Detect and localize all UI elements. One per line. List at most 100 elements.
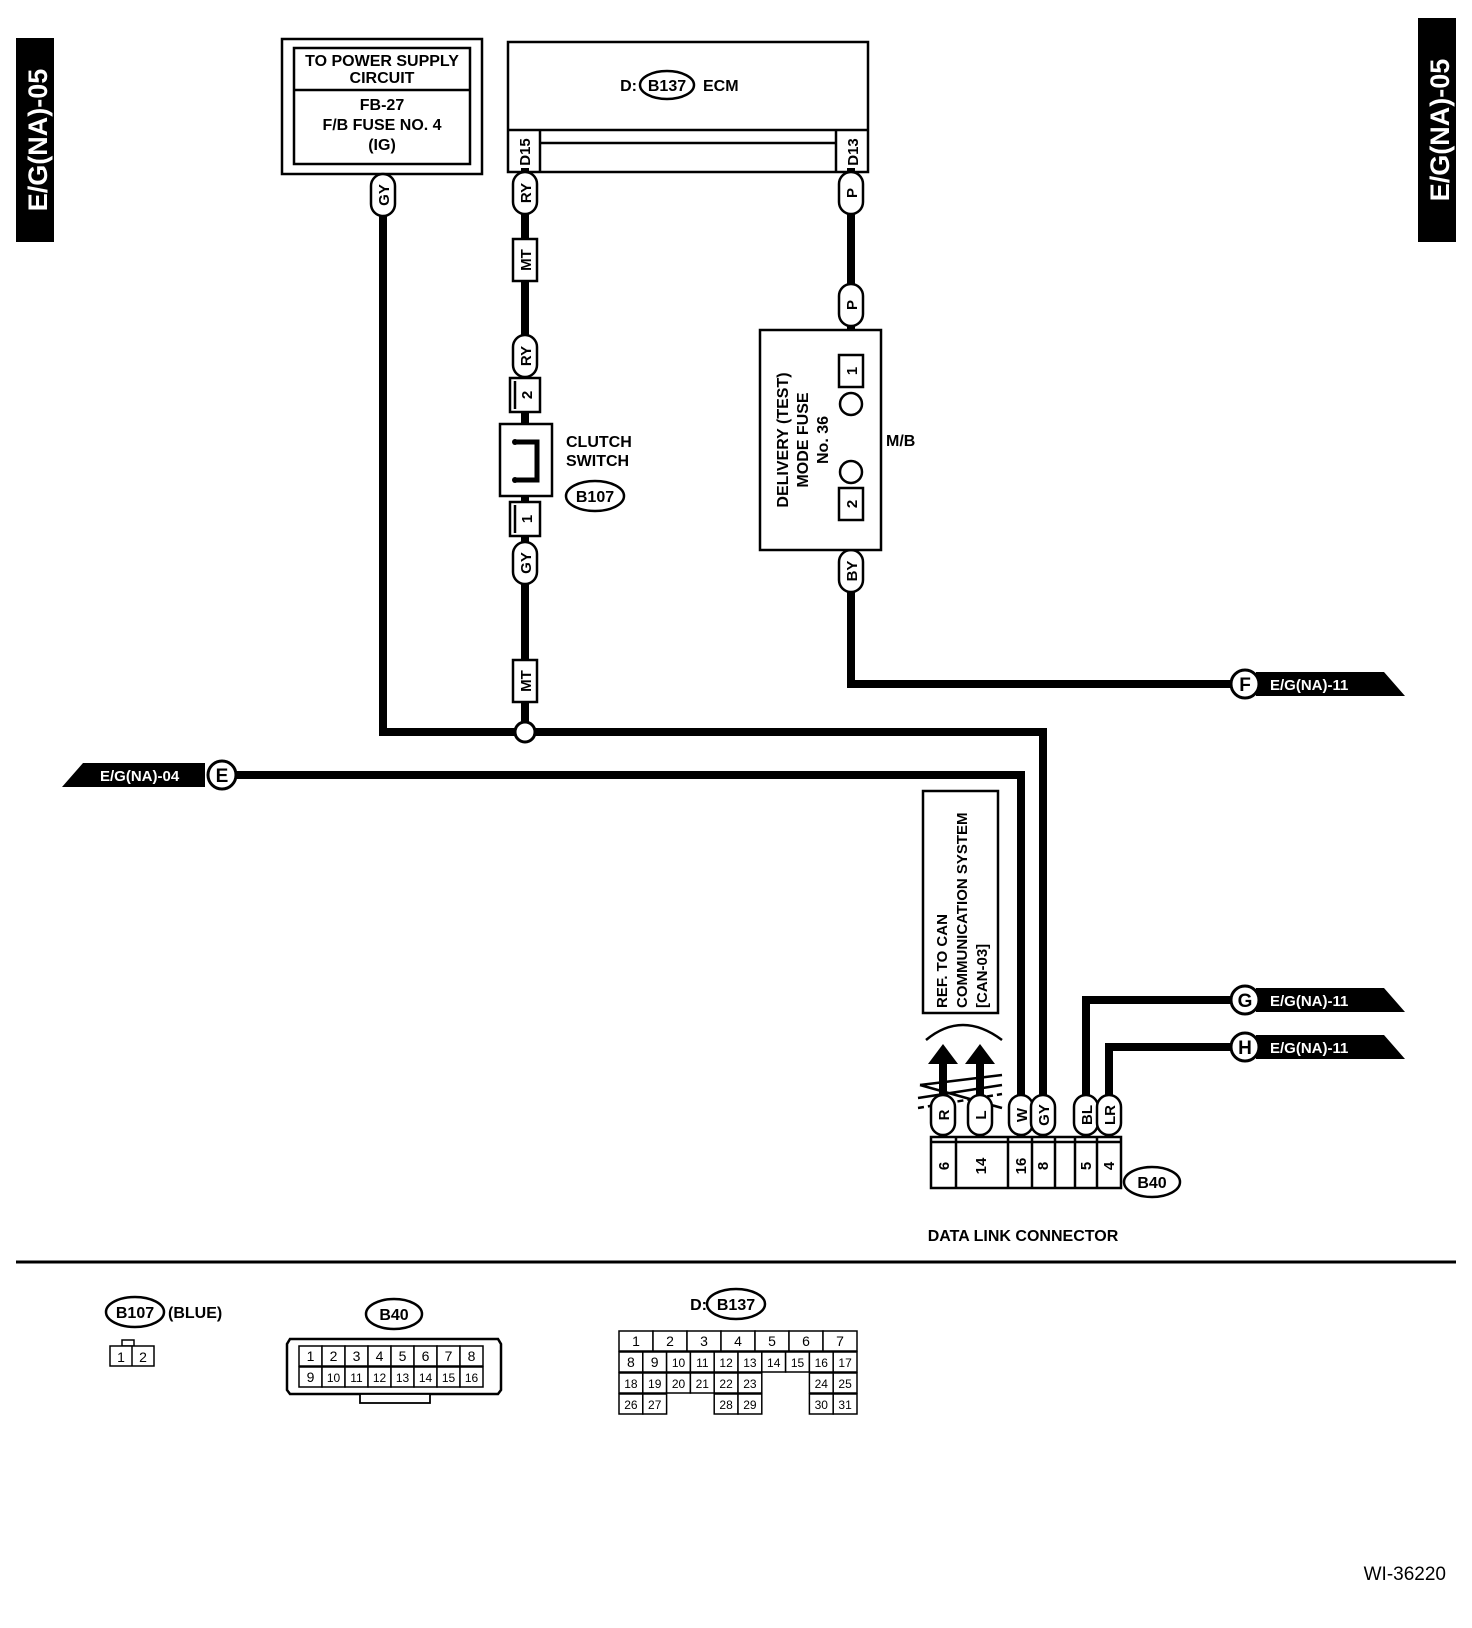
mb-fuse-pin-2: 2 (844, 500, 861, 508)
offpage-g-letter: G (1238, 991, 1253, 1012)
dlc-connector-oval (1122, 1165, 1182, 1199)
wire-tag-gy-power-text: GY (376, 184, 393, 206)
dlc-tag-r-text: R (936, 1109, 953, 1120)
legend-b137-pin-28: 28 (719, 1398, 733, 1412)
dlc-tag-l-text: L (973, 1110, 990, 1119)
clutch-label-1: CLUTCH (566, 434, 632, 451)
legend-b137-pin-29: 29 (743, 1398, 757, 1412)
figure-id: WI-36220 (1364, 1564, 1446, 1585)
wire-tag-p-top-text: P (844, 188, 861, 198)
wire-tag-by-text: BY (844, 561, 861, 582)
fuse-line-2: F/B FUSE NO. 4 (322, 117, 441, 134)
dlc-tag-bl-text: BL (1079, 1105, 1096, 1125)
legend-b137-pin-15: 15 (791, 1356, 805, 1370)
clutch-connector: B107 (576, 489, 614, 506)
legend-b137-connector: B137 (717, 1297, 755, 1314)
power-supply-title-1: TO POWER SUPPLY (305, 53, 459, 70)
legend-b40-pin-13: 13 (396, 1371, 410, 1385)
legend-b137-pin-27-cell (642, 1393, 668, 1415)
legend-b137-pin-22: 22 (719, 1377, 733, 1391)
offpage-e-letter: E (216, 766, 229, 787)
dlc-pin-14: 14 (973, 1157, 990, 1174)
legend-b137-pin-25-cell (832, 1372, 858, 1394)
wire-tag-gy-switch: GY (511, 540, 539, 586)
legend-b40-pin-16-cell (459, 1366, 484, 1388)
ecm-connector-oval (638, 69, 696, 101)
ecm-pin-d13: D13 (845, 138, 862, 166)
dlc-pin-16: 16 (1013, 1158, 1030, 1175)
legend-b40-oval (364, 1297, 424, 1331)
legend-b40-pin-16: 16 (465, 1371, 479, 1385)
dlc-pin-5: 5 (1078, 1162, 1095, 1170)
fuse-line-3: (IG) (368, 137, 396, 154)
dlc-tag-lr-text: LR (1102, 1105, 1119, 1125)
legend-b137-pin-18: 18 (624, 1377, 638, 1391)
clutch-pin-1: 1 (519, 515, 536, 523)
legend-b137-pin-23: 23 (743, 1377, 757, 1391)
mb-label: M/B (886, 433, 915, 450)
legend-b40-pin-4: 4 (376, 1348, 384, 1364)
legend-b107-connector: B107 (116, 1305, 154, 1322)
wire-tag-mt-top: MT (511, 237, 539, 283)
clutch-label-2: SWITCH (566, 453, 629, 470)
dlc-label: DATA LINK CONNECTOR (928, 1228, 1119, 1245)
wire-tag-mt-bottom: MT (511, 658, 539, 704)
ecm-label: ECM (703, 78, 739, 95)
page-tag-left-text: E/G(NA)-05 (23, 69, 53, 212)
dlc-tag-gy: GY (1029, 1093, 1057, 1137)
power-supply-box: TO POWER SUPPLY CIRCUIT FB-27 F/B FUSE N… (280, 37, 484, 176)
legend-b137-prefix: D: (690, 1297, 707, 1314)
legend-b107: B107 (BLUE) 1 2 (104, 1295, 222, 1367)
offpage-f-label: E/G(NA)-11 (1270, 677, 1348, 694)
legend-b137-pin-7: 7 (836, 1333, 844, 1349)
mb-fuse-pin-1: 1 (844, 367, 861, 375)
legend-b40-pin-3: 3 (353, 1348, 361, 1364)
legend-b40-pin-5: 5 (399, 1348, 407, 1364)
dlc-tag-w-text: W (1014, 1107, 1031, 1122)
legend-b137-pin-17-cell (832, 1351, 858, 1373)
legend-b107-oval (104, 1295, 166, 1329)
mb-fuse-label-2: MODE FUSE (795, 392, 812, 487)
legend-b137-pin-14: 14 (767, 1356, 781, 1370)
legend-b137-pin-13: 13 (743, 1356, 757, 1370)
wire-tag-p-fuse: P (837, 282, 865, 328)
legend-b107-pin-1: 1 (117, 1349, 125, 1365)
legend-b137-pin-21: 21 (696, 1377, 710, 1391)
legend-b40-connector: B40 (379, 1307, 408, 1324)
legend-b137-pin-17: 17 (838, 1356, 852, 1370)
wire-tag-gy-switch-text: GY (518, 552, 535, 574)
legend-b107-pin-2: 2 (139, 1349, 147, 1365)
offpage-connector-e: E/G(NA)-04 E (62, 759, 238, 791)
legend-b137-oval (705, 1287, 767, 1321)
wire-tag-p-top: P (837, 170, 865, 216)
mb-fuse-box: 1 2 DELIVERY (TEST) MODE FUSE No. 36 M/B (758, 328, 915, 552)
legend-b137-pin-19: 19 (648, 1377, 662, 1391)
legend-b137-pin-31: 31 (838, 1398, 852, 1412)
power-supply-title-2: CIRCUIT (350, 70, 415, 87)
dlc-tag-w: W (1007, 1093, 1035, 1137)
dlc-tag-r: R (929, 1093, 957, 1137)
wire-tag-ry-top-text: RY (518, 183, 535, 203)
can-reference-box: REF. TO CAN COMMUNICATION SYSTEM [CAN-03… (921, 789, 1000, 1015)
dlc-pin-8: 8 (1035, 1162, 1052, 1170)
ecm-pin-d15: D15 (517, 138, 534, 166)
legend-b137-pin-29-cell (737, 1393, 763, 1415)
legend-b40-pin-2: 2 (330, 1348, 338, 1364)
legend-b40-pin-6: 6 (422, 1348, 430, 1364)
wire-junction (513, 720, 537, 744)
can-ref-line-2: COMMUNICATION SYSTEM (954, 812, 971, 1008)
offpage-connector-f: E/G(NA)-11 F (1229, 668, 1405, 700)
wire-tag-mt-bottom-text: MT (518, 670, 535, 692)
offpage-connector-g: E/G(NA)-11 G (1229, 984, 1405, 1016)
offpage-connector-h: E/G(NA)-11 H (1229, 1031, 1405, 1063)
dlc-tag-lr: LR (1095, 1093, 1123, 1137)
legend-b137-pin-3: 3 (700, 1333, 708, 1349)
legend-b107-note: (BLUE) (168, 1305, 222, 1322)
wire-tag-by: BY (837, 548, 865, 594)
legend-b137-pin-27: 27 (648, 1398, 662, 1412)
offpage-h-label: E/G(NA)-11 (1270, 1040, 1348, 1057)
